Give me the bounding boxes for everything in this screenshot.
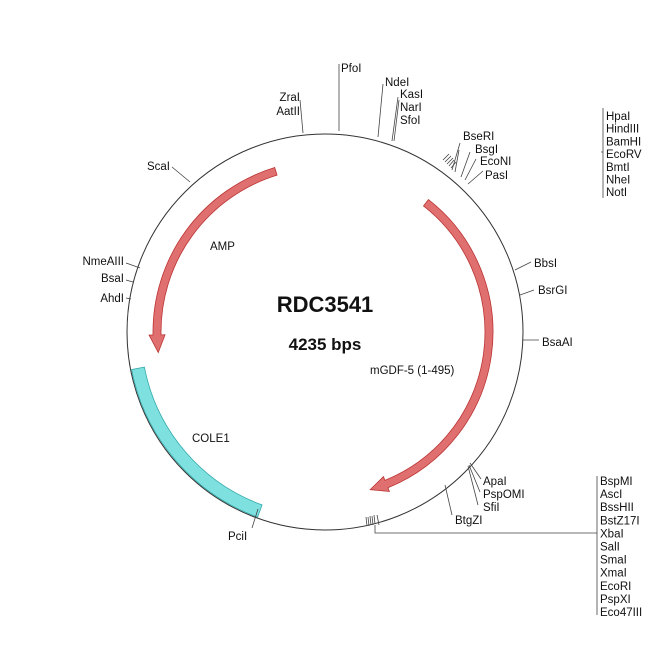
site-labels-lower-right: ApaI PspOMI SfiI BtgZI — [455, 476, 525, 527]
site-label: KasI — [400, 89, 423, 101]
site-label: PfoI — [341, 63, 361, 75]
site-label: ScaI — [147, 161, 170, 173]
site-label: Eco47III — [600, 607, 642, 619]
site-label: EcoRV — [606, 149, 642, 161]
site-label: SalI — [600, 542, 620, 554]
site-label: PspXI — [600, 594, 631, 606]
site-label: AscI — [600, 489, 622, 501]
site-labels-left: ScaI NmeAIII BsaI AhdI — [82, 161, 170, 305]
site-label: BspMI — [600, 476, 633, 488]
feature-label-amp: AMP — [210, 241, 235, 253]
cole1-feature-band — [131, 366, 263, 518]
site-label: HpaI — [606, 111, 630, 123]
site-label: NmeAIII — [82, 256, 124, 268]
site-label: AhdI — [100, 293, 124, 305]
site-label: PasI — [485, 170, 508, 182]
site-label: NdeI — [385, 77, 409, 89]
site-label: BssHII — [600, 502, 634, 514]
site-label: NotI — [606, 187, 627, 199]
site-label: XbaI — [600, 528, 624, 540]
site-label: BtgZI — [455, 515, 482, 527]
amp-feature-arrow — [148, 167, 278, 354]
feature-label-cole1: COLE1 — [192, 433, 230, 445]
site-label: EcoNI — [480, 156, 511, 168]
site-label: BsgI — [475, 144, 498, 156]
site-label: SmaI — [600, 555, 627, 567]
site-label: XmaI — [600, 568, 627, 580]
site-label: BsaI — [101, 273, 124, 285]
site-label: SfiI — [483, 502, 500, 514]
site-label: BsaAI — [542, 337, 573, 349]
site-labels-top: ZraI AatII PfoI NdeI KasI NarI SfoI — [276, 63, 423, 127]
plasmid-name: RDC3541 — [277, 292, 374, 317]
site-label: BsrGI — [538, 285, 567, 297]
site-label: EcoRI — [600, 581, 631, 593]
site-list-bottom: BspMIAscIBssHIIBstZ17IXbaISalISmaIXmaIEc… — [600, 476, 642, 619]
site-labels-upper-right: BseRI BsgI EcoNI PasI — [463, 131, 511, 182]
site-label: NarI — [400, 102, 422, 114]
site-label: BseRI — [463, 131, 494, 143]
plasmid-size: 4235 bps — [289, 335, 362, 354]
backbone-circle — [126, 133, 524, 531]
site-label: BmtI — [606, 162, 630, 174]
site-label: PspOMI — [483, 489, 525, 501]
site-label: NheI — [606, 175, 630, 187]
mgdf5-feature-arrow — [369, 199, 494, 492]
feature-label-mgdf5: mGDF-5 (1-495) — [370, 365, 455, 377]
site-label: SfoI — [400, 115, 420, 127]
site-label: BamHI — [606, 136, 641, 148]
site-label: BstZ17I — [600, 515, 640, 527]
site-labels-right: BbsI BsrGI BsaAI — [534, 258, 573, 349]
site-label: BbsI — [534, 258, 557, 270]
site-label: AatII — [276, 106, 300, 118]
site-label: PciI — [228, 531, 247, 543]
site-label: ApaI — [483, 476, 507, 488]
site-lines — [125, 64, 604, 615]
site-label: HindIII — [606, 124, 639, 136]
site-label: ZraI — [280, 92, 300, 104]
